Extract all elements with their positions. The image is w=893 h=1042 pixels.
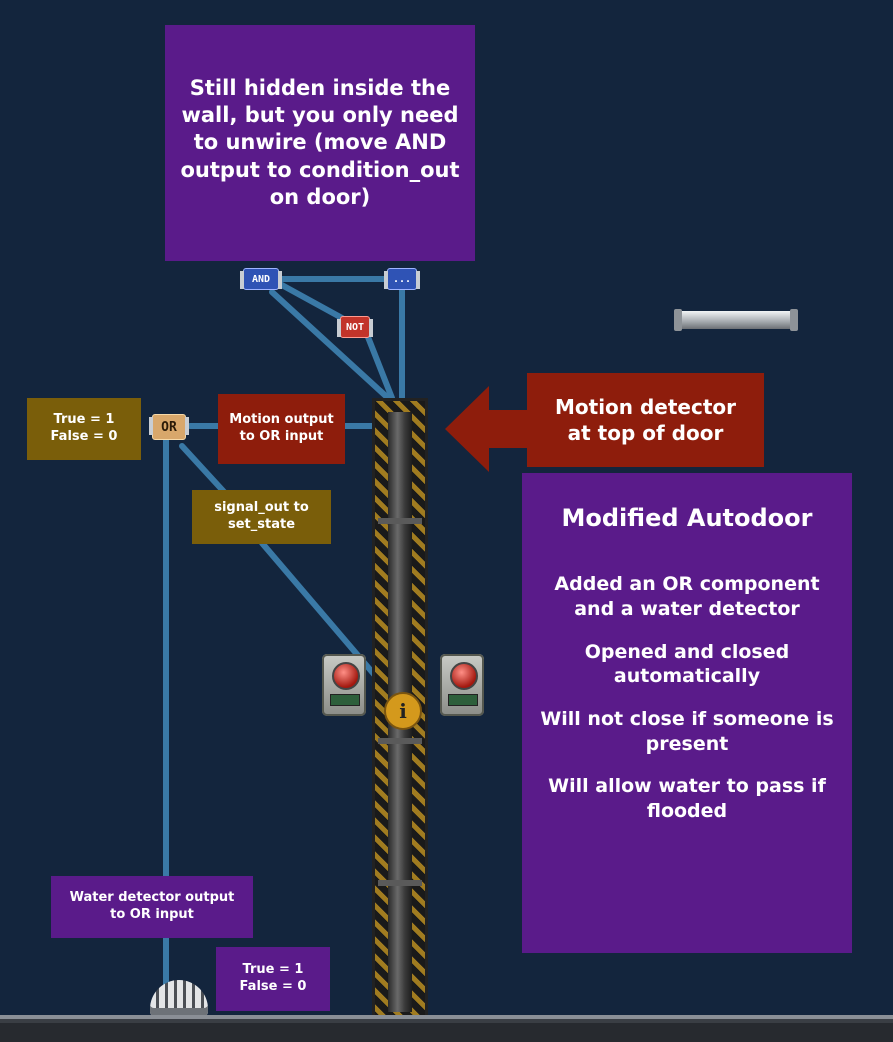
note-line: Motion output	[229, 412, 334, 428]
note-line: False = 0	[50, 429, 118, 444]
note-line: True = 1	[53, 412, 115, 428]
door-segment	[378, 880, 422, 886]
water-output-note: Water detector output to OR input	[51, 876, 253, 938]
door-segment	[378, 518, 422, 524]
autodoor-feature: Added an OR component and a water detect…	[554, 573, 820, 620]
modified-autodoor-panel: Modified Autodoor Added an OR component …	[522, 473, 852, 953]
wire-not-to-door	[363, 329, 395, 401]
note-line: Water detector output	[69, 890, 235, 906]
wire-and-to-door	[269, 289, 391, 401]
info-icon[interactable]: i	[384, 692, 422, 730]
true-false-note-bottom: True = 1 False = 0	[216, 947, 330, 1011]
autodoor-feature: Will not close if someone is present	[540, 707, 834, 755]
hidden-wall-note: Still hidden inside the wall, but you on…	[165, 25, 475, 261]
hidden-wall-note-text: Still hidden inside the wall, but you on…	[180, 75, 460, 209]
wire-signal-out-a	[179, 443, 229, 497]
signal-out-note: signal_out to set_state	[192, 490, 331, 544]
loose-pipe-item[interactable]	[674, 309, 798, 331]
autodoor-feature: Opened and closed automatically	[584, 640, 790, 688]
button-slot	[448, 694, 478, 706]
motion-detector-note: Motion detector at top of door	[527, 373, 764, 467]
autodoor-title: Modified Autodoor	[561, 504, 813, 532]
motion-output-note: Motion output to OR input	[218, 394, 345, 464]
note-line: at top of door	[567, 421, 724, 445]
autodoor-feature: Will allow water to pass if flooded	[548, 775, 826, 822]
note-line: Motion detector	[554, 395, 737, 419]
note-line: signal_out to	[214, 500, 309, 516]
red-lamp-icon	[332, 662, 360, 690]
note-line: False = 0	[239, 979, 307, 994]
door-button-right[interactable]	[440, 654, 484, 716]
note-line: True = 1	[242, 962, 304, 978]
arrow-left-icon	[445, 386, 530, 472]
wire-and-to-not	[277, 281, 345, 321]
note-line: to OR input	[110, 907, 194, 922]
dots-component[interactable]: ...	[384, 268, 420, 290]
note-line: set_state	[227, 517, 296, 532]
or-component[interactable]: OR	[149, 414, 189, 440]
red-lamp-icon	[450, 662, 478, 690]
true-false-note-top: True = 1 False = 0	[27, 398, 141, 460]
and-component[interactable]: AND	[240, 268, 282, 290]
door-segment	[378, 738, 422, 744]
button-slot	[330, 694, 360, 706]
door-button-left[interactable]	[322, 654, 366, 716]
floor	[0, 1015, 893, 1042]
note-line: to OR input	[239, 429, 324, 444]
not-component[interactable]: NOT	[337, 316, 373, 338]
